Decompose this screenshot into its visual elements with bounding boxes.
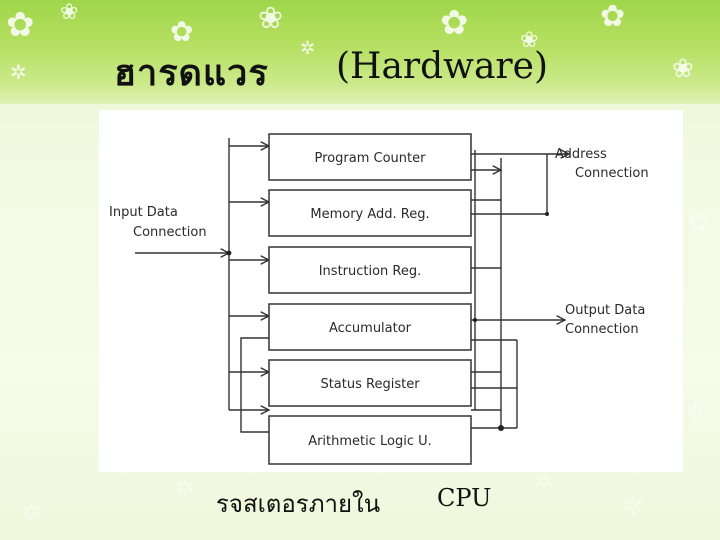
caption-thai: รจสเตอรภายใน (216, 490, 381, 518)
address-connection-label-1: Address (555, 147, 607, 162)
flower-icon: ❀ (672, 54, 694, 84)
output-connection-label-2: Connection (565, 322, 639, 337)
register-box-accumulator (268, 303, 472, 351)
flower-icon: ✲ (10, 60, 27, 84)
header-band (0, 0, 720, 104)
junction-dot (473, 318, 477, 322)
register-box-instruction (268, 246, 472, 294)
output-connection-label-1: Output Data (565, 303, 645, 318)
register-label-accumulator: Accumulator (329, 321, 412, 336)
flower-icon: ❀ (520, 28, 539, 53)
register-label-program-counter: Program Counter (315, 151, 427, 166)
register-box-status (268, 359, 472, 407)
flower-icon: ✲ (20, 498, 42, 528)
block-diagram-svg: Program Counter Memory Add. Reg. Instruc… (109, 133, 649, 465)
flower-icon: ✲ (686, 400, 705, 425)
register-box-alu (268, 415, 472, 465)
flower-icon: ✿ (6, 5, 35, 45)
junction-dot (545, 212, 549, 216)
flower-icon: ✿ (688, 208, 710, 238)
flower-icon: ✿ (440, 3, 469, 43)
input-connection-label-1: Input Data (109, 205, 178, 220)
flower-icon: ✲ (534, 468, 555, 496)
address-connection-label-2: Connection (575, 166, 649, 181)
junction-dot (226, 250, 232, 256)
flower-icon: ❀ (258, 1, 284, 36)
register-label-status: Status Register (320, 377, 420, 392)
page-title: ฮารดแวร (114, 53, 269, 94)
flower-icon: ✿ (600, 0, 626, 34)
register-box-program-counter (268, 133, 472, 181)
flower-icon: ❀ (60, 0, 79, 25)
register-label-memory-address: Memory Add. Reg. (310, 207, 429, 222)
page-title-english: (Hardware) (336, 46, 548, 87)
register-label-alu: Arithmetic Logic U. (308, 434, 432, 449)
register-box-memory-address (268, 189, 472, 237)
flower-icon: ✿ (170, 15, 194, 48)
junction-dot (498, 425, 504, 431)
input-connection-label-2: Connection (133, 225, 207, 240)
caption-cpu: CPU (437, 484, 492, 512)
flower-icon: ✲ (300, 38, 316, 59)
cpu-register-diagram: Program Counter Memory Add. Reg. Instruc… (99, 110, 683, 472)
register-label-instruction: Instruction Reg. (319, 264, 422, 279)
flower-icon: ✲ (176, 476, 195, 501)
flower-icon: ✲ (622, 492, 644, 522)
